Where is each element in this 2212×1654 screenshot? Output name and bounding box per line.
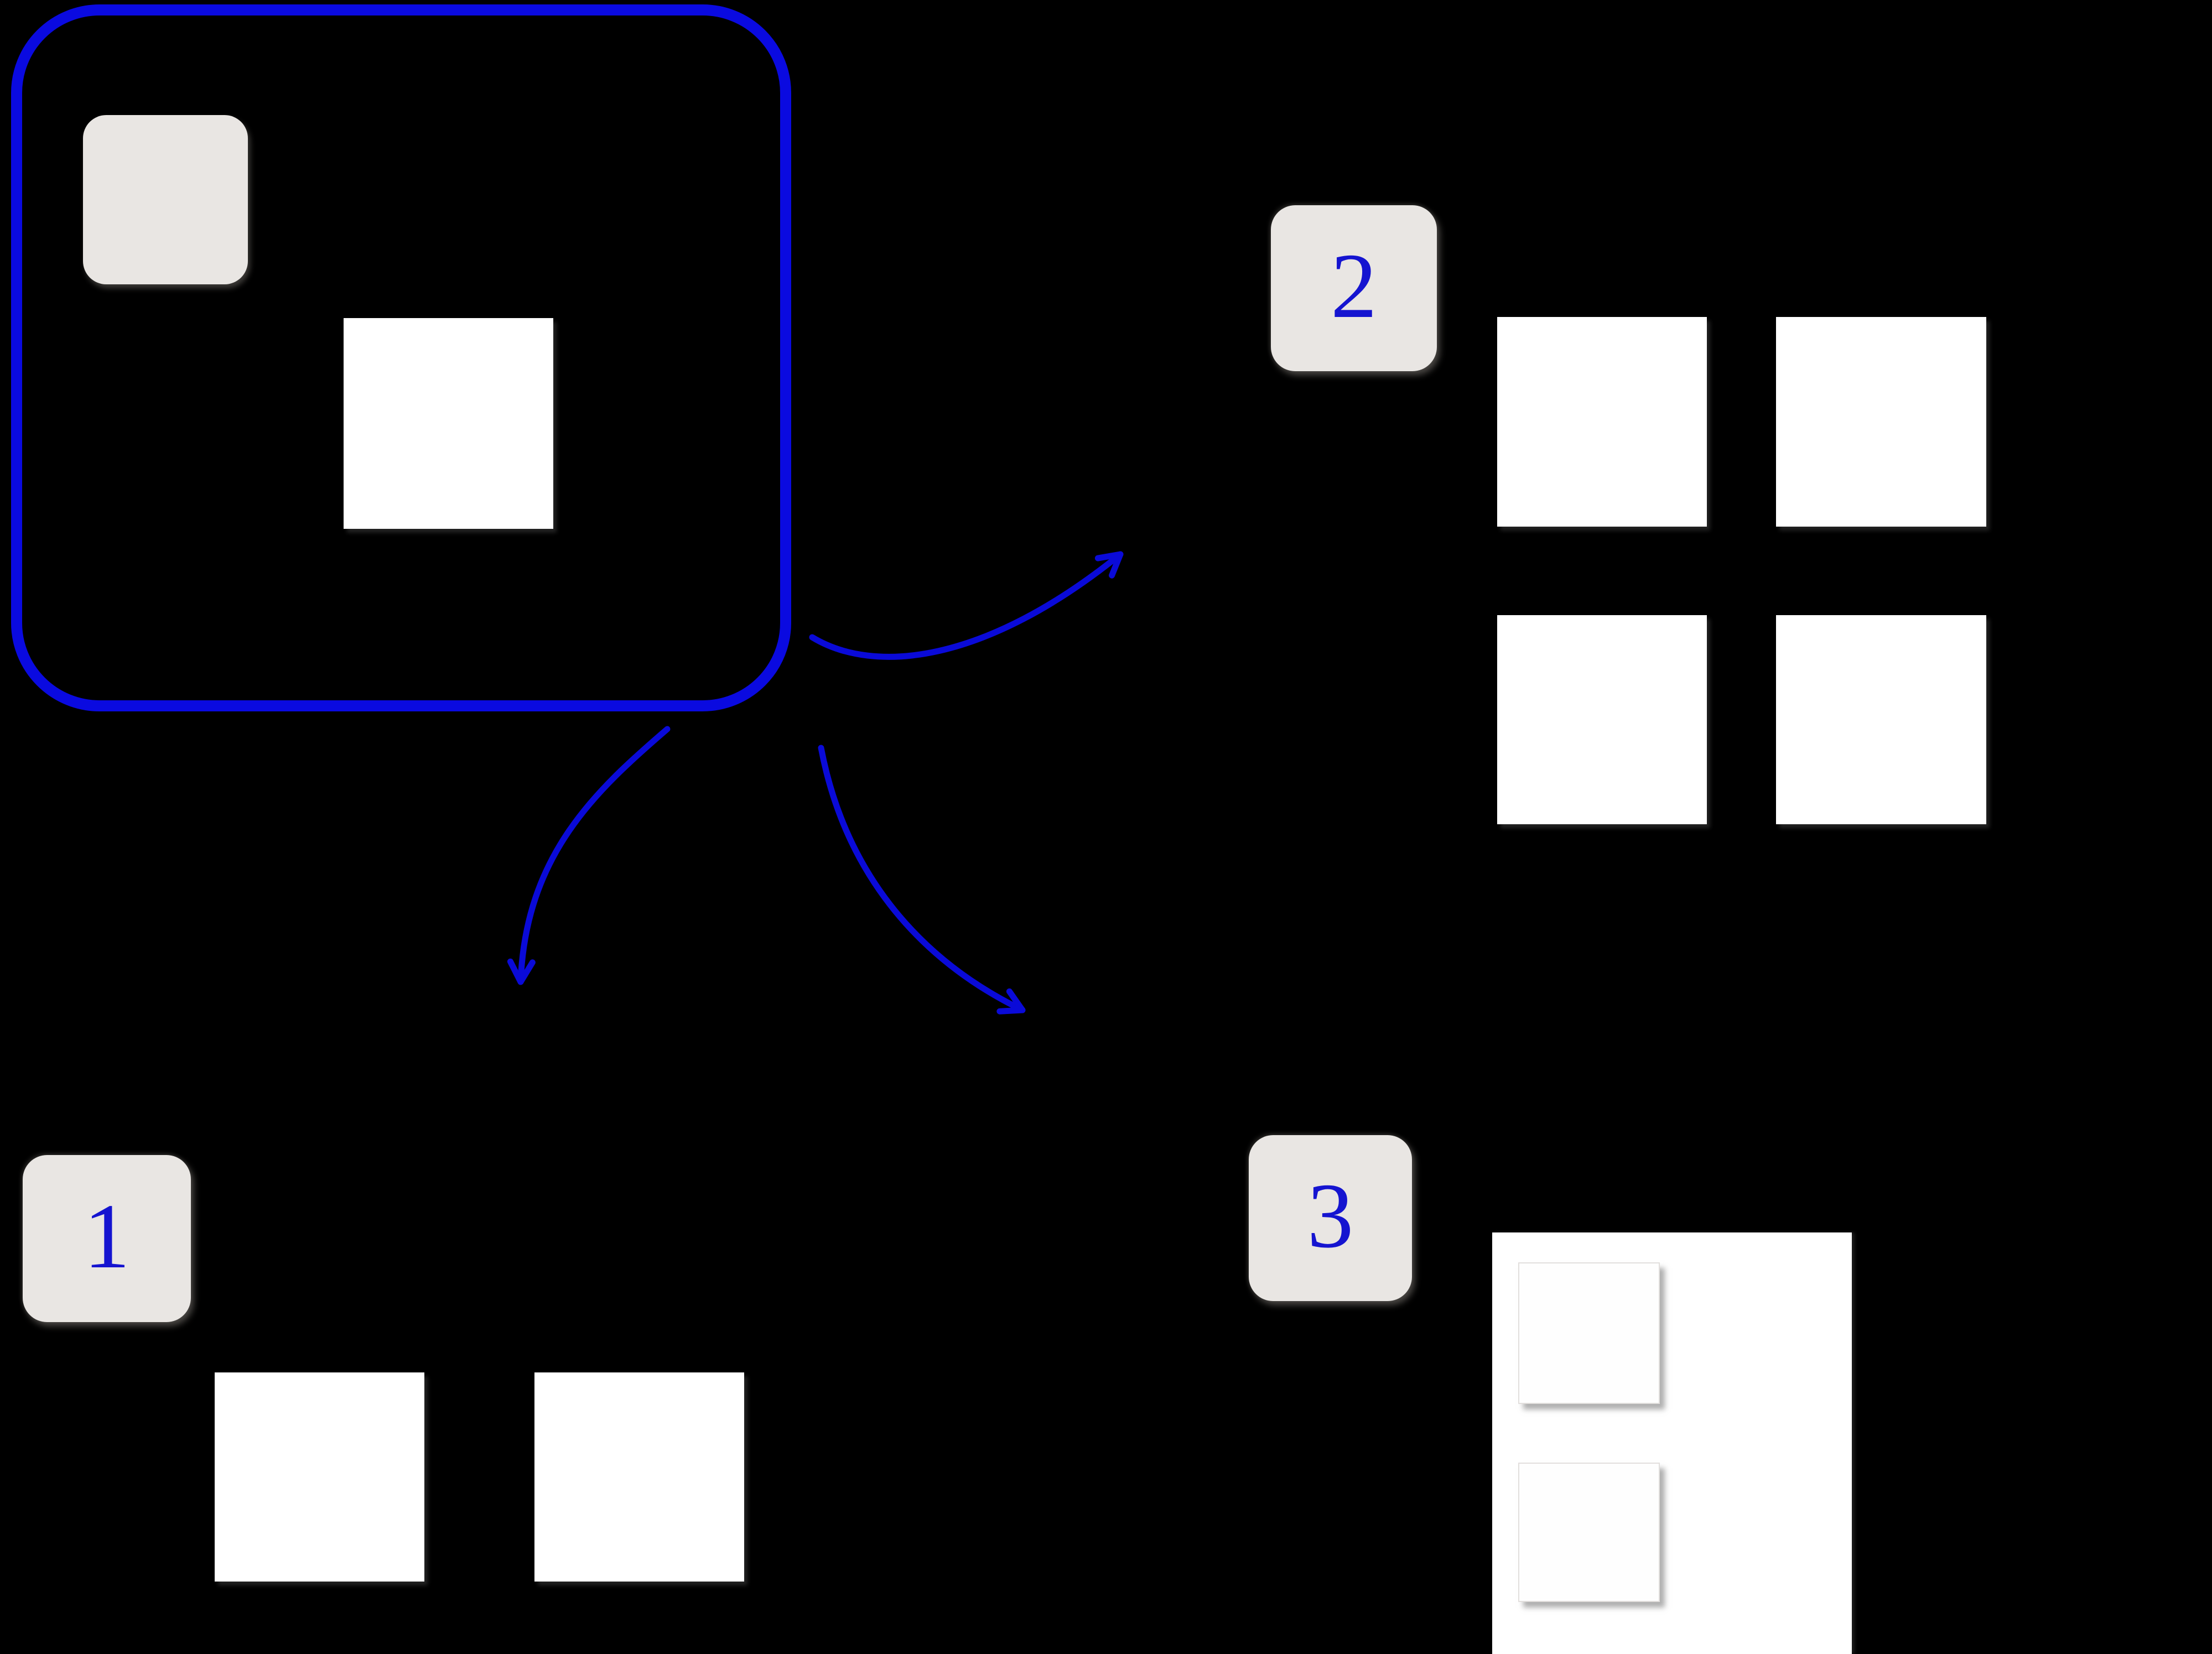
- arrow-source-to-region-1-icon: [507, 726, 671, 985]
- source-gray-square: [83, 115, 248, 284]
- region-1-badge: 1: [23, 1155, 191, 1322]
- region-2-badge: 2: [1271, 205, 1437, 371]
- region-3-inner-square-top: [1518, 1262, 1660, 1404]
- region-3-badge: 3: [1249, 1135, 1412, 1301]
- region-2-square-top-left: [1497, 317, 1707, 527]
- region-3-inner-square-bottom: [1518, 1463, 1660, 1602]
- region-1-label: 1: [84, 1185, 130, 1288]
- arrow-source-to-region-2-icon: [809, 551, 1124, 660]
- region-3-panel: [1492, 1232, 1852, 1654]
- region-2-square-bottom-left: [1497, 615, 1707, 824]
- region-2-label: 2: [1331, 235, 1377, 337]
- region-2-square-top-right: [1776, 317, 1986, 527]
- region-2-square-bottom-right: [1776, 615, 1986, 824]
- source-group-outline: [11, 4, 791, 711]
- region-3-label: 3: [1307, 1164, 1354, 1267]
- region-1-square-right: [534, 1372, 744, 1582]
- region-1-square-left: [215, 1372, 424, 1582]
- arrow-source-to-region-3-icon: [818, 745, 1026, 1015]
- source-white-square: [344, 318, 553, 529]
